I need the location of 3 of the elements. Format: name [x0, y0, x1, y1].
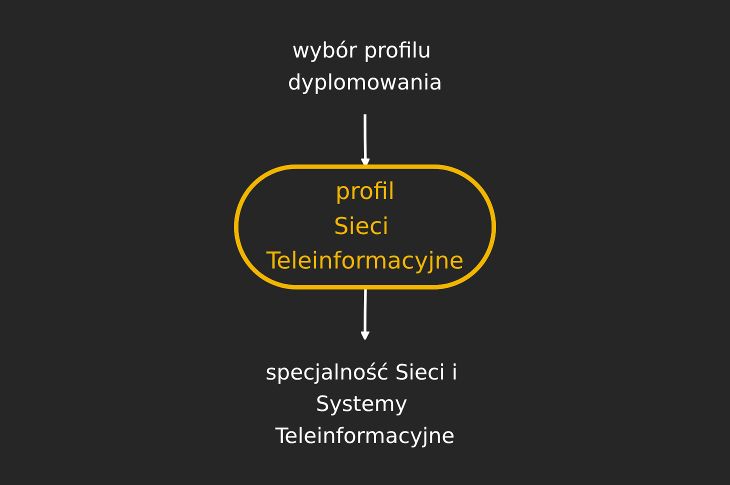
node-text: specjalność Sieci i Systemy Teleinformacyjne [266, 358, 458, 448]
node-text: wybór profilu dyplomowania [288, 37, 442, 94]
arrow [360, 287, 370, 340]
